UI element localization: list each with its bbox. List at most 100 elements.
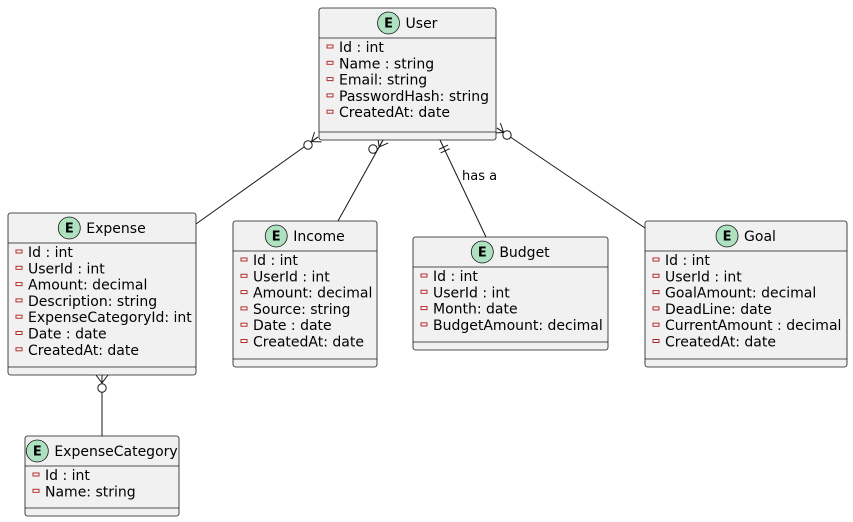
entity-title: Goal [744,229,776,245]
entity-badge-icon [25,439,49,463]
entity-box [412,236,609,351]
entity-attribute: Month: date [433,302,518,318]
entity-attribute: Id : int [665,253,710,269]
entity-title: ExpenseCategory [54,444,177,460]
private-visibility-icon [240,290,248,295]
exactly-one-bar [440,148,450,154]
entity-box [7,212,197,376]
private-visibility-icon [240,322,248,327]
private-visibility-icon [15,298,23,303]
entity-attribute: UserId : int [253,269,330,285]
entity-attribute: Id : int [339,40,384,56]
crows-foot-prong [311,136,319,143]
private-visibility-icon [15,265,23,270]
entity-attribute: Date : date [253,318,332,334]
zero-marker-circle [368,144,378,154]
entity-badge-letter: E [384,17,393,32]
private-visibility-icon [15,347,23,352]
relation-user-budget: has a [438,139,497,238]
entity-attribute: Date : date [28,327,107,343]
entity-attribute: Source: string [253,302,350,318]
entity-attribute: CreatedAt: date [665,335,776,351]
entity-attribute: CreatedAt: date [28,343,139,359]
entity-attribute: Name: string [45,484,136,500]
private-visibility-icon [652,273,660,278]
zero-marker-circle [502,130,512,140]
entity-title: User [406,16,438,32]
entity-attribute: Amount: decimal [28,278,147,294]
entity-badge-letter: E [33,445,42,460]
private-visibility-icon [32,488,40,493]
private-visibility-icon [420,273,428,278]
entity-attribute: UserId : int [433,285,510,301]
entity-attribute: Id : int [45,468,90,484]
crows-foot-prong [378,139,384,148]
private-visibility-icon [326,77,334,82]
entity-attribute: CurrentAmount : decimal [665,318,841,334]
private-visibility-icon [240,273,248,278]
private-visibility-icon [652,306,660,311]
private-visibility-icon [15,282,23,287]
entity-attribute: Id : int [433,269,478,285]
entity-attribute: Id : int [28,245,73,261]
entity-attribute: DeadLine: date [665,302,772,318]
entity-attribute: Name : string [339,56,434,72]
private-visibility-icon [15,249,23,254]
private-visibility-icon [420,306,428,311]
entity-attribute: CreatedAt: date [253,335,364,351]
private-visibility-icon [652,257,660,262]
private-visibility-icon [326,44,334,49]
entity-attribute: BudgetAmount: decimal [433,318,603,334]
relation-user-goal [493,122,646,229]
relation-expense-expensecategory [95,374,109,436]
private-visibility-icon [240,257,248,262]
entity-attribute: UserId : int [665,269,742,285]
private-visibility-icon [652,339,660,343]
private-visibility-icon [32,472,40,477]
zero-marker-circle [303,140,313,150]
relation-line [439,139,487,238]
relationship-edges: has a [95,122,646,436]
exactly-one-bar [438,144,449,150]
crows-foot-prong [499,122,505,133]
relation-line [496,127,646,229]
entity-badge-icon [470,240,494,264]
entity-title: Budget [499,245,550,261]
entity-badge-letter: E [65,222,74,237]
entity-box [644,220,848,368]
relation-user-expense [195,131,322,225]
relation-user-income [337,137,389,222]
crows-foot-prong [311,131,315,142]
crows-foot-prong [101,374,109,384]
entity-badge-icon [715,224,739,248]
private-visibility-icon [240,339,248,343]
entity-attribute: Email: string [339,73,427,89]
crows-foot-prong [378,142,389,148]
crows-foot-prong [496,127,504,133]
relation-line [195,136,319,225]
crows-foot-prong [95,374,103,384]
private-visibility-icon [15,314,23,319]
private-visibility-icon [420,289,428,294]
private-visibility-icon [652,322,660,327]
private-visibility-icon [420,322,428,327]
entity-title: Income [293,229,345,245]
entity-title: Expense [86,221,145,237]
private-visibility-icon [326,93,334,98]
entity-attribute: UserId : int [28,261,105,277]
entity-attribute: PasswordHash: string [339,89,489,105]
entity-badge-icon [57,216,81,240]
entity-box [24,435,180,517]
entity-badge-icon [264,224,288,248]
entity-attribute: Amount: decimal [253,286,372,302]
entity-badge-letter: E [723,230,732,245]
private-visibility-icon [326,60,334,65]
